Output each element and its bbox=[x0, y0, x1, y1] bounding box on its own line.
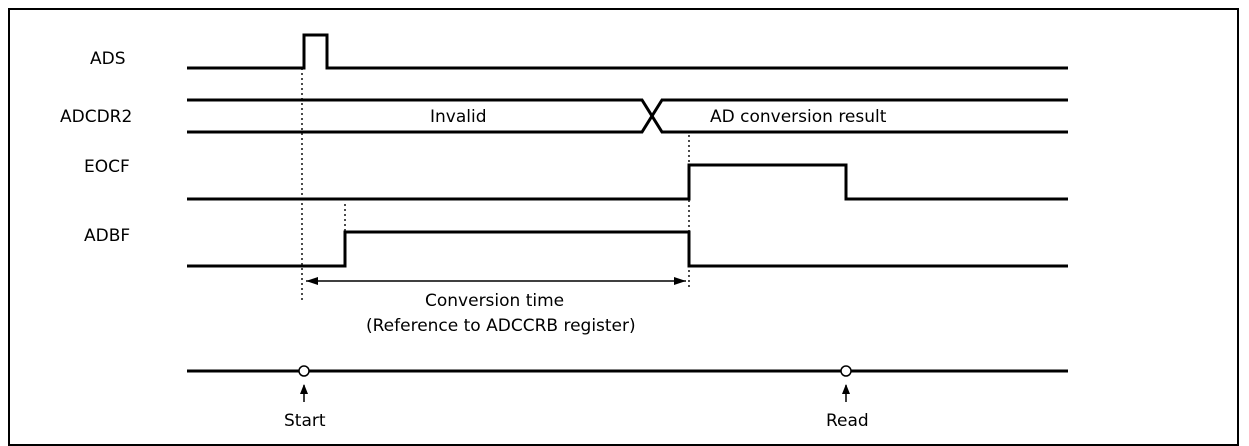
invalid-label: Invalid bbox=[430, 107, 487, 127]
ads-waveform bbox=[187, 33, 1068, 70]
start-marker bbox=[298, 365, 310, 377]
arrow-head-right bbox=[674, 277, 686, 285]
timing-diagram: ADS ADCDR2 EOCF ADBF Invalid AD conversi… bbox=[60, 33, 1068, 431]
eocf-waveform bbox=[187, 163, 1068, 201]
adcdr2-label: ADCDR2 bbox=[60, 107, 132, 127]
read-arrow-head bbox=[842, 384, 850, 394]
arrow-head-left bbox=[306, 277, 318, 285]
adbf-waveform bbox=[187, 230, 1068, 268]
read-label: Read bbox=[826, 411, 869, 431]
start-label: Start bbox=[284, 411, 326, 431]
read-marker bbox=[840, 365, 852, 377]
conversion-time-label: Conversion time bbox=[425, 291, 564, 311]
ads-label: ADS bbox=[90, 49, 126, 69]
adbf-label: ADBF bbox=[84, 226, 130, 246]
ad-conversion-result-label: AD conversion result bbox=[710, 107, 887, 127]
adcdr2-bus-top bbox=[187, 98, 1068, 134]
start-arrow-head bbox=[300, 384, 308, 394]
adcdr2-bus-bottom bbox=[187, 98, 1068, 134]
conversion-reference-label: (Reference to ADCCRB register) bbox=[366, 316, 636, 336]
eocf-label: EOCF bbox=[84, 157, 130, 177]
